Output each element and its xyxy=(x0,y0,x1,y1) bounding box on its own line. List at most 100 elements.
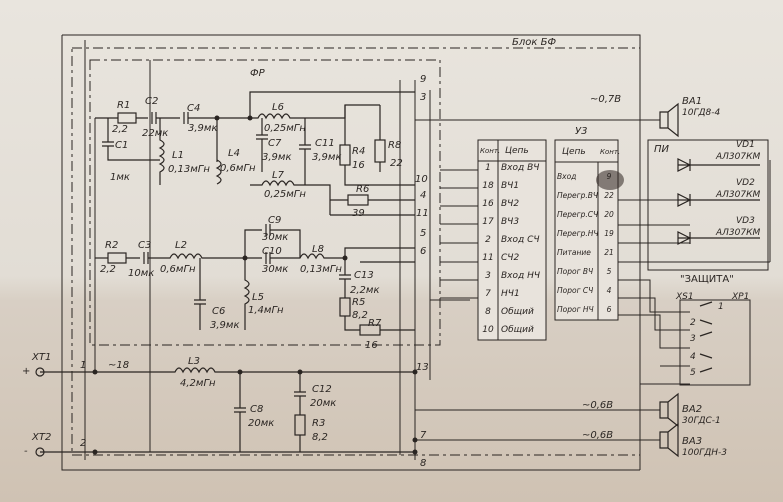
value-c6: 3,9мк xyxy=(210,320,240,331)
label-r5: R5 xyxy=(352,297,366,308)
speaker-ba3-name: ВА3 xyxy=(682,436,703,447)
node-10: 10 xyxy=(415,174,428,185)
value-l8: 0,13мГн xyxy=(300,264,342,275)
terminal-xt2[interactable] xyxy=(35,447,45,457)
conn-chain: Вход СЧ xyxy=(501,235,540,245)
label-plus: + xyxy=(22,366,31,377)
label-l2: L2 xyxy=(175,240,187,251)
value-l2: 0,6мГн xyxy=(160,264,196,275)
conn-chain: Вход НЧ xyxy=(501,271,541,281)
u3-pin: 19 xyxy=(604,229,614,238)
value-l4: 0,6мГн xyxy=(220,163,256,174)
speaker-ba1-icon xyxy=(659,102,679,138)
label-c1: C1 xyxy=(115,140,129,151)
voltage-1: ~0,7B xyxy=(590,94,622,105)
label-r8: R8 xyxy=(388,140,402,151)
conn-chain: Вход ВЧ xyxy=(501,163,540,173)
value-r1: 2,2 xyxy=(112,124,128,135)
conn-chain: НЧ1 xyxy=(501,289,520,299)
label-node-1: 1 xyxy=(80,360,87,371)
led-vd1-model: АЛ307КМ xyxy=(716,152,761,162)
label-l7: L7 xyxy=(272,170,284,181)
label-c6: C6 xyxy=(212,306,226,317)
u3-pin: 20 xyxy=(604,210,614,219)
label-r4: R4 xyxy=(352,146,366,157)
value-r3: 8,2 xyxy=(312,432,328,443)
u3-chain: Перегр.СЧ xyxy=(557,210,599,219)
value-l5: 1,4мГн xyxy=(248,305,284,316)
node-11: 11 xyxy=(416,208,429,219)
led-vd3-model: АЛ307КМ xyxy=(716,228,761,238)
conn-chain: СЧ2 xyxy=(501,253,520,263)
u3-pin: 5 xyxy=(606,267,612,276)
value-l6: 0,25мГн xyxy=(264,123,306,134)
u3-title: У3 xyxy=(575,126,588,137)
led-vd3-icon xyxy=(677,231,760,245)
label-c13: C13 xyxy=(354,270,374,281)
label-c7: C7 xyxy=(268,138,282,149)
label-l6: L6 xyxy=(272,102,284,113)
conn-pin: 3 xyxy=(485,271,491,281)
u3-chain: Вход xyxy=(557,172,577,181)
conn-pin: 18 xyxy=(482,181,494,191)
protection-pin-5: 5 xyxy=(690,368,696,378)
speaker-ba2-icon xyxy=(659,392,679,428)
conn-pin: 11 xyxy=(482,253,494,263)
label-r3: R3 xyxy=(312,418,326,429)
label-c3: C3 xyxy=(138,240,152,251)
value-c7: 3,9мк xyxy=(262,152,292,163)
value-c8: 20мк xyxy=(248,418,275,429)
led-vd1-icon xyxy=(677,158,760,172)
led-vd3-name: VD3 xyxy=(736,216,755,226)
label-l4: L4 xyxy=(228,148,240,159)
u3-header-chain: Цепь xyxy=(562,147,586,157)
u3-box xyxy=(554,139,619,321)
label-l8: L8 xyxy=(312,244,324,255)
value-c10: 30мк xyxy=(262,264,289,275)
speaker-ba2-name: ВА2 xyxy=(682,404,703,415)
conn-chain: ВЧ1 xyxy=(501,181,520,191)
value-r6: 39 xyxy=(352,208,365,219)
node-5: 5 xyxy=(420,228,427,239)
u3-header-pin: Конт. xyxy=(600,148,621,156)
label-c9: C9 xyxy=(268,215,282,226)
u3-chain: Питание xyxy=(557,248,591,257)
conn-pin: 2 xyxy=(485,235,491,245)
led-vd2-name: VD2 xyxy=(736,178,755,188)
speaker-ba2-model: 30ГДС-1 xyxy=(682,416,721,426)
u3-pin: 6 xyxy=(606,305,612,314)
protection-connector xyxy=(679,299,751,386)
filter-label: ФР xyxy=(250,68,266,79)
terminal-xt1[interactable] xyxy=(35,367,45,377)
value-r7: 16 xyxy=(365,340,378,351)
connector-table-box xyxy=(477,139,547,341)
protection-pin-3: 3 xyxy=(690,334,696,344)
node-8: 8 xyxy=(420,458,427,469)
protection-title: "ЗАЩИТА" xyxy=(680,274,734,285)
value-c2: 22мк xyxy=(142,128,169,139)
led-vd2-icon xyxy=(677,193,760,207)
speaker-ba3-icon xyxy=(659,422,679,458)
u3-pin: 21 xyxy=(604,248,614,257)
protection-pin-1: 1 xyxy=(718,302,724,312)
label-c11: C11 xyxy=(315,138,335,149)
u3-pin: 4 xyxy=(606,286,612,295)
conn-chain: Общий xyxy=(501,325,534,335)
value-c11: 3,9мк xyxy=(312,152,342,163)
conn-pin: 16 xyxy=(482,199,494,209)
conn-chain: ВЧ3 xyxy=(501,217,520,227)
value-c3: 10мк xyxy=(128,268,155,279)
speaker-ba3-model: 100ГДН-3 xyxy=(682,448,727,458)
conn-pin: 10 xyxy=(482,325,494,335)
conn-chain: Общий xyxy=(501,307,534,317)
speaker-ba1-name: ВА1 xyxy=(682,96,703,107)
label-c8: C8 xyxy=(250,404,264,415)
label-node-2: 2 xyxy=(80,438,87,449)
label-r2: R2 xyxy=(105,240,119,251)
node-3: 3 xyxy=(420,92,427,103)
node-7: 7 xyxy=(420,430,427,441)
label-c10: C10 xyxy=(262,246,282,257)
